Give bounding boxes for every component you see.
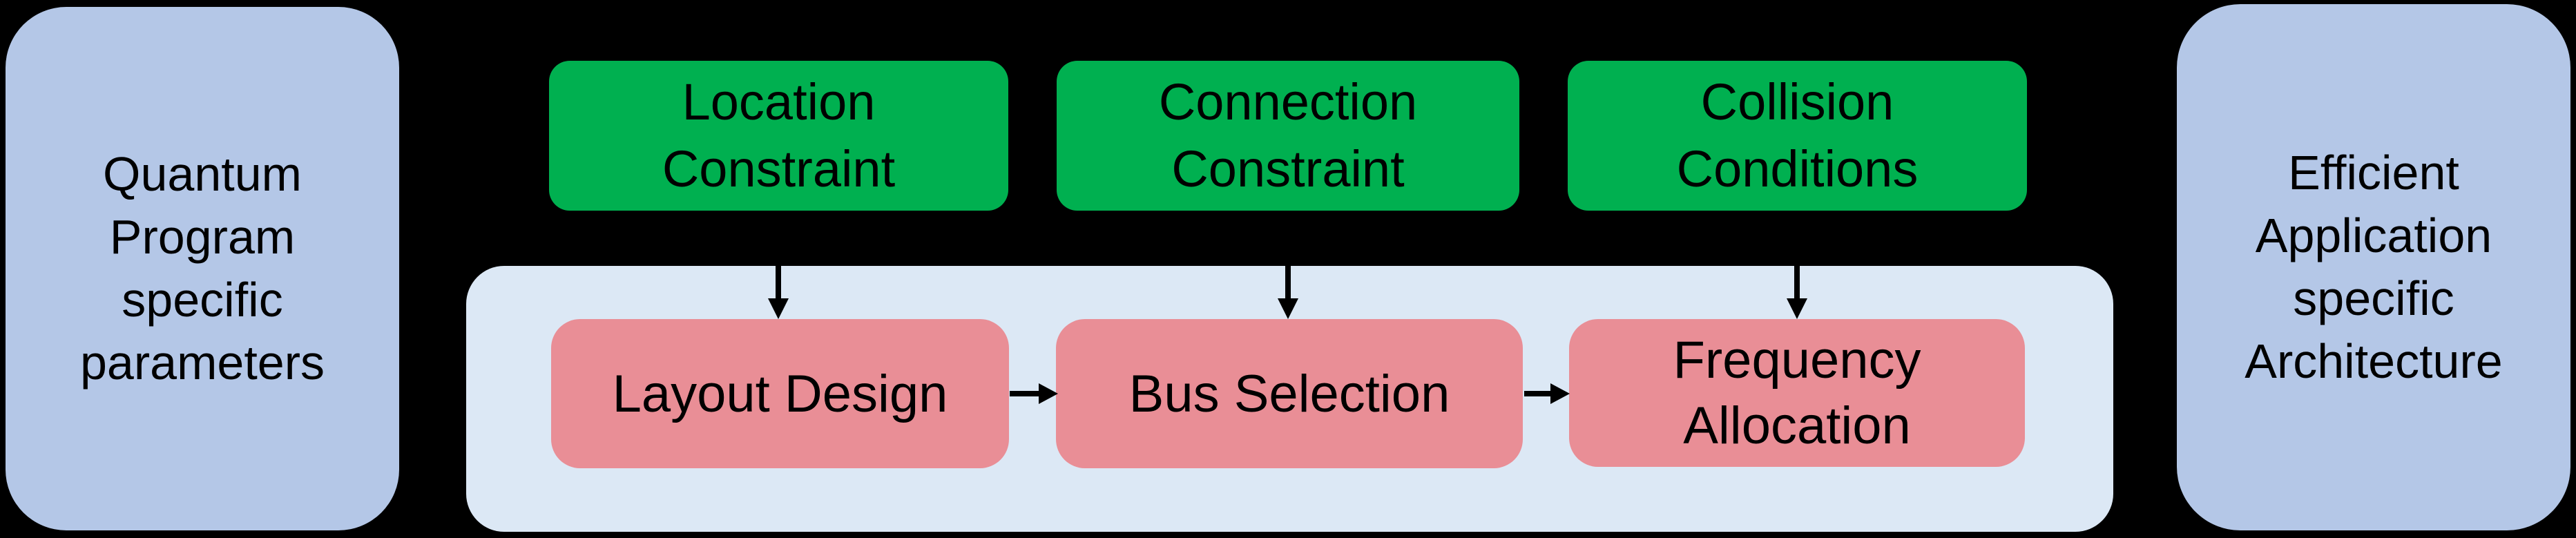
connection-constraint-box: Connection Constraint: [1057, 61, 1519, 211]
panel-text-line: Quantum: [103, 147, 302, 201]
constraint-text-line: Collision: [1700, 73, 1894, 131]
arrow-shaft: [776, 211, 781, 300]
stage-text-line: Bus Selection: [1128, 364, 1450, 423]
panel-text-line: Architecture: [2245, 334, 2503, 388]
panel-text-line: specific: [122, 273, 283, 327]
arrow-shaft: [1285, 211, 1291, 300]
quantum-parameters-panel: Quantum Program specific parameters: [6, 7, 399, 530]
stage-text-line: Layout Design: [612, 364, 948, 423]
constraint-text-line: Constraint: [662, 140, 896, 198]
bus-selection-box: Bus Selection: [1056, 319, 1523, 468]
layout-design-box: Layout Design: [551, 319, 1009, 468]
arrow-head-icon: [1039, 383, 1058, 404]
stage-text-line: Frequency: [1673, 331, 1921, 390]
panel-text-line: Program: [109, 210, 296, 264]
arrow-head-icon: [1550, 383, 1570, 404]
constraint-text-line: Location: [682, 73, 876, 131]
arrow-head-icon: [1278, 298, 1298, 319]
constraint-text-line: Connection: [1158, 73, 1418, 131]
arrow-head-icon: [1787, 298, 1807, 319]
panel-text-line: specific: [2293, 271, 2454, 325]
constraint-text-line: Constraint: [1171, 140, 1405, 198]
arrow-shaft: [1010, 391, 1040, 396]
efficient-architecture-panel: Efficient Application specific Architect…: [2177, 4, 2570, 530]
frequency-allocation-box: Frequency Allocation: [1569, 319, 2025, 467]
arrow-head-icon: [768, 298, 789, 319]
panel-text-line: Efficient: [2288, 146, 2459, 200]
arrow-shaft: [1794, 211, 1800, 300]
panel-text-line: Application: [2255, 209, 2492, 262]
location-constraint-box: Location Constraint: [549, 61, 1008, 211]
stage-text-line: Allocation: [1683, 396, 1911, 455]
constraint-text-line: Conditions: [1676, 140, 1919, 198]
panel-text-line: parameters: [79, 336, 325, 390]
collision-conditions-box: Collision Conditions: [1568, 61, 2027, 211]
arrow-shaft: [1524, 391, 1552, 396]
